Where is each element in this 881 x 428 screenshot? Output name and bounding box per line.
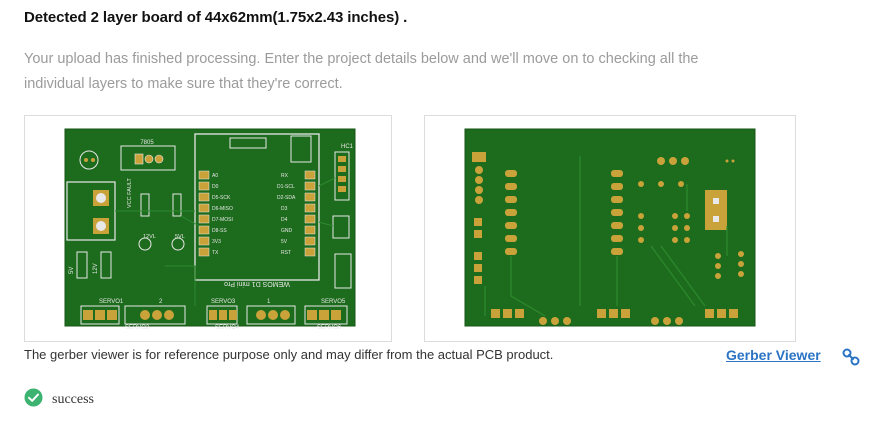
svg-text:D2-SDA: D2-SDA xyxy=(277,195,296,201)
svg-text:D1-SCL: D1-SCL xyxy=(277,184,295,190)
svg-text:3V3: 3V3 xyxy=(212,239,221,245)
gerber-viewer-link[interactable]: Gerber Viewer xyxy=(726,347,821,363)
label-servo2: SERVO2 xyxy=(125,325,150,331)
label-12vl: 12VL xyxy=(143,234,156,240)
label-num-1: 1 xyxy=(267,299,271,305)
link-icon[interactable] xyxy=(842,348,860,371)
upload-description: Your upload has finished processing. Ent… xyxy=(24,51,699,92)
gerber-viewer-note: The gerber viewer is for reference purpo… xyxy=(24,347,554,362)
status-row: success xyxy=(24,388,94,412)
label-servo5: SERVO5 xyxy=(321,299,346,305)
svg-text:D4: D4 xyxy=(281,217,288,223)
label-servo6: SERVO6 xyxy=(317,325,342,331)
svg-text:RX: RX xyxy=(281,173,289,179)
svg-text:A0: A0 xyxy=(212,173,218,179)
pcb-bottom-render xyxy=(464,128,756,327)
label-12v: 12V xyxy=(93,263,99,274)
svg-text:D7-MOSI: D7-MOSI xyxy=(212,217,233,223)
label-num-2: 2 xyxy=(159,299,163,305)
status-text: success xyxy=(52,392,94,407)
label-7805: 7805 xyxy=(140,140,154,146)
label-servo3: SERVO3 xyxy=(211,299,236,305)
svg-text:5V: 5V xyxy=(281,239,288,245)
label-hc1: HC1 xyxy=(341,144,354,150)
svg-text:RST: RST xyxy=(281,250,291,256)
svg-text:D6-MISO: D6-MISO xyxy=(212,206,233,212)
label-vcc-fault: VCC FAULT xyxy=(127,178,133,208)
svg-text:GND: GND xyxy=(281,228,293,234)
label-servo4: SERVO4 xyxy=(215,325,240,331)
label-servo1: SERVO1 xyxy=(99,299,124,305)
svg-text:D3: D3 xyxy=(281,206,288,212)
svg-text:TX: TX xyxy=(212,250,219,256)
svg-text:D0: D0 xyxy=(212,184,219,190)
check-circle-icon xyxy=(24,388,43,412)
module-label: WEMOS D1 mini Pro xyxy=(224,280,290,287)
label-5vl: 5VL xyxy=(175,234,185,240)
gerber-preview-bottom[interactable] xyxy=(424,115,796,342)
svg-text:D5-SCK: D5-SCK xyxy=(212,195,231,201)
page-title: Detected 2 layer board of 44x62mm(1.75x2… xyxy=(24,9,408,26)
label-5v: 5V xyxy=(69,267,75,274)
svg-text:D8-SS: D8-SS xyxy=(212,228,227,234)
